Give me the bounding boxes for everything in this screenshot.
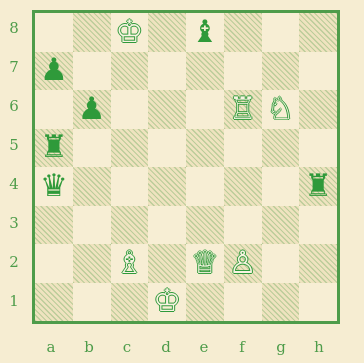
square-c3[interactable]: [111, 206, 149, 245]
square-d4[interactable]: [148, 167, 186, 206]
black-queen-icon[interactable]: ♛: [40, 171, 68, 202]
square-f7[interactable]: [224, 52, 262, 91]
square-h7[interactable]: [299, 52, 337, 91]
square-b4[interactable]: [73, 167, 111, 206]
black-pawn-icon[interactable]: ♟: [40, 55, 68, 86]
rank-label: 7: [4, 58, 24, 76]
black-pawn-icon[interactable]: ♟: [78, 94, 106, 125]
square-h4[interactable]: ♜: [299, 167, 337, 206]
square-f5[interactable]: [224, 129, 262, 168]
square-f2[interactable]: ♙: [224, 244, 262, 283]
rank-label: 4: [4, 175, 24, 193]
square-g6[interactable]: ♘: [262, 90, 300, 129]
square-e6[interactable]: [186, 90, 224, 129]
square-b2[interactable]: [73, 244, 111, 283]
square-a5[interactable]: ♜: [35, 129, 73, 168]
square-g3[interactable]: [262, 206, 300, 245]
square-e7[interactable]: [186, 52, 224, 91]
rank-label: 1: [4, 292, 24, 310]
white-knight-icon[interactable]: ♘: [266, 94, 294, 125]
square-h6[interactable]: [299, 90, 337, 129]
square-a7[interactable]: ♟: [35, 52, 73, 91]
square-g1[interactable]: [262, 283, 300, 322]
square-c8[interactable]: ♔: [111, 13, 149, 52]
square-c1[interactable]: [111, 283, 149, 322]
file-label: c: [117, 338, 137, 356]
square-e1[interactable]: [186, 283, 224, 322]
black-rook-icon[interactable]: ♜: [304, 171, 332, 202]
square-d1[interactable]: ♔: [148, 283, 186, 322]
square-g2[interactable]: [262, 244, 300, 283]
white-bishop-icon[interactable]: ♗: [115, 248, 143, 279]
square-d5[interactable]: [148, 129, 186, 168]
file-label: e: [194, 338, 214, 356]
chess-board: ♔ ♝ ♟ ♟ ♖ ♘ ♜ ♛ ♜ ♗ ♕ ♙ ♔: [32, 10, 340, 324]
white-king-icon[interactable]: ♔: [153, 286, 181, 317]
square-e4[interactable]: [186, 167, 224, 206]
square-b8[interactable]: [73, 13, 111, 52]
square-a1[interactable]: [35, 283, 73, 322]
square-d8[interactable]: [148, 13, 186, 52]
square-b1[interactable]: [73, 283, 111, 322]
square-d3[interactable]: [148, 206, 186, 245]
square-f1[interactable]: [224, 283, 262, 322]
square-a4[interactable]: ♛: [35, 167, 73, 206]
square-c5[interactable]: [111, 129, 149, 168]
file-label: h: [309, 338, 329, 356]
square-b7[interactable]: [73, 52, 111, 91]
square-h8[interactable]: [299, 13, 337, 52]
square-c4[interactable]: [111, 167, 149, 206]
rank-label: 6: [4, 97, 24, 115]
file-label: d: [156, 338, 176, 356]
square-c6[interactable]: [111, 90, 149, 129]
white-pawn-icon[interactable]: ♙: [229, 248, 257, 279]
square-d2[interactable]: [148, 244, 186, 283]
square-h3[interactable]: [299, 206, 337, 245]
square-a6[interactable]: [35, 90, 73, 129]
square-d7[interactable]: [148, 52, 186, 91]
square-g5[interactable]: [262, 129, 300, 168]
square-f3[interactable]: [224, 206, 262, 245]
square-f4[interactable]: [224, 167, 262, 206]
file-label: b: [79, 338, 99, 356]
rank-label: 8: [4, 19, 24, 37]
square-f8[interactable]: [224, 13, 262, 52]
square-e8[interactable]: ♝: [186, 13, 224, 52]
square-c7[interactable]: [111, 52, 149, 91]
square-g7[interactable]: [262, 52, 300, 91]
square-a2[interactable]: [35, 244, 73, 283]
square-h5[interactable]: [299, 129, 337, 168]
square-h1[interactable]: [299, 283, 337, 322]
square-e5[interactable]: [186, 129, 224, 168]
square-f6[interactable]: ♖: [224, 90, 262, 129]
square-g8[interactable]: [262, 13, 300, 52]
file-label: f: [232, 338, 252, 356]
black-bishop-icon[interactable]: ♝: [191, 17, 219, 48]
square-a8[interactable]: [35, 13, 73, 52]
rank-labels: 8 7 6 5 4 3 2 1: [0, 10, 28, 324]
square-b5[interactable]: [73, 129, 111, 168]
square-h2[interactable]: [299, 244, 337, 283]
file-label: a: [41, 338, 61, 356]
rank-label: 3: [4, 214, 24, 232]
rank-label: 2: [4, 253, 24, 271]
white-king-icon[interactable]: ♔: [115, 17, 143, 48]
white-queen-icon[interactable]: ♕: [191, 248, 219, 279]
square-g4[interactable]: [262, 167, 300, 206]
black-rook-icon[interactable]: ♜: [40, 132, 68, 163]
square-d6[interactable]: [148, 90, 186, 129]
square-a3[interactable]: [35, 206, 73, 245]
square-b3[interactable]: [73, 206, 111, 245]
square-e2[interactable]: ♕: [186, 244, 224, 283]
square-e3[interactable]: [186, 206, 224, 245]
white-rook-icon[interactable]: ♖: [229, 94, 257, 125]
file-label: g: [271, 338, 291, 356]
file-labels: a b c d e f g h: [32, 330, 340, 360]
square-c2[interactable]: ♗: [111, 244, 149, 283]
square-b6[interactable]: ♟: [73, 90, 111, 129]
rank-label: 5: [4, 136, 24, 154]
